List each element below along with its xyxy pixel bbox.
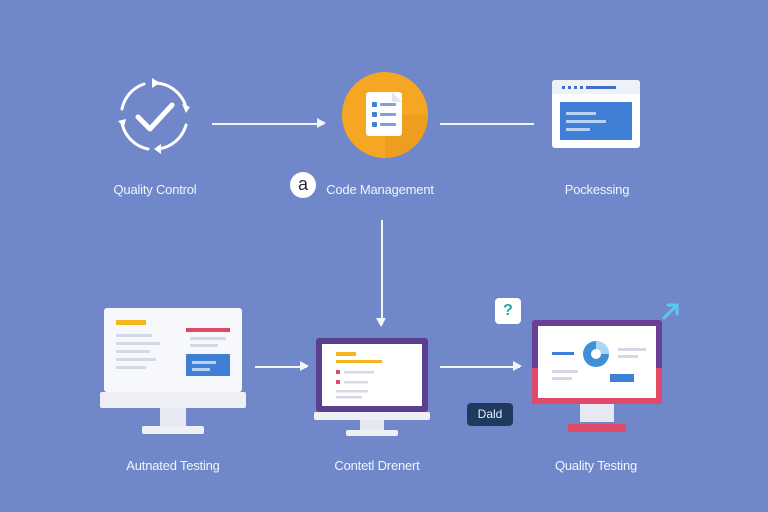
label-code-management: Code Management (326, 182, 434, 197)
check-cycle-icon (118, 78, 190, 154)
connector-code-to-processing (440, 123, 534, 125)
arrow-up-right-icon (662, 303, 679, 320)
label-quality-testing: Quality Testing (554, 458, 638, 473)
content-development-monitor-icon (314, 338, 430, 436)
quality-testing-monitor-icon (532, 320, 662, 432)
question-badge: ? (495, 298, 521, 324)
browser-window-icon (552, 80, 640, 148)
arrow-content-to-quality (440, 362, 522, 370)
badge-a: a (290, 172, 316, 198)
arrow-code-to-content (377, 220, 385, 327)
label-quality-control: Quality Control (113, 182, 197, 197)
document-list-icon (342, 72, 428, 158)
label-automated-testing: Autnated Testing (126, 458, 220, 473)
label-content-development: Contetl Drenert (334, 458, 420, 473)
label-processing: Pockessing (564, 182, 630, 197)
dald-badge: Dald (467, 403, 513, 426)
arrow-automated-to-content (255, 362, 309, 370)
automated-testing-monitor-icon (100, 308, 246, 434)
arrow-qc-to-code (212, 119, 326, 127)
